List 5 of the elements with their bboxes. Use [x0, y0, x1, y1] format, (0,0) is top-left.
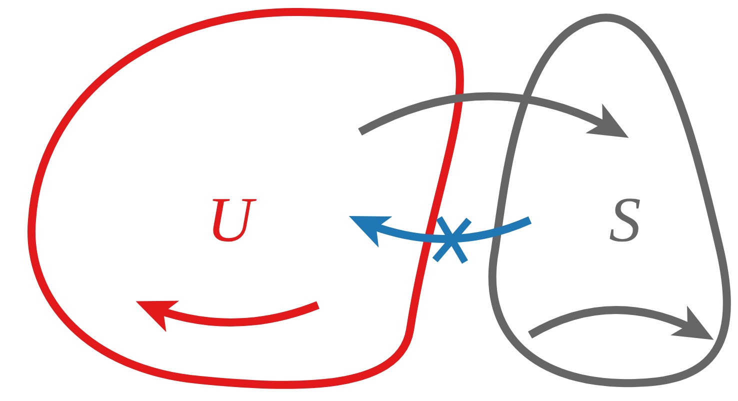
set-label: S — [609, 188, 641, 252]
arrow — [358, 92, 629, 138]
arrow — [528, 306, 714, 340]
arrow — [348, 215, 532, 247]
arrow — [136, 300, 320, 332]
